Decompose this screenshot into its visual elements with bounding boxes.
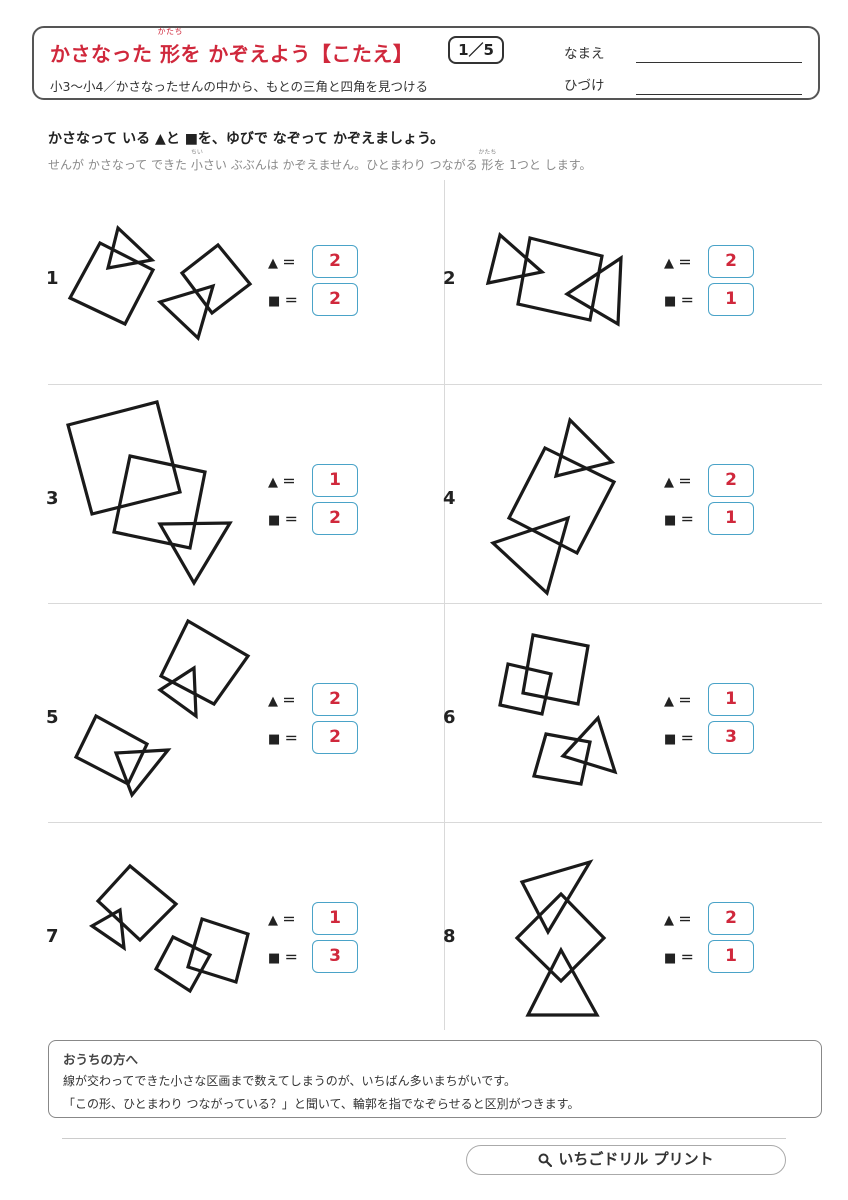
parent-note-title: おうちの方へ [63, 1052, 139, 1067]
problem-number: 4 [443, 488, 456, 509]
square-outline [531, 732, 592, 786]
square-answer-box[interactable]: 2 [312, 283, 358, 316]
page-number-badge: 1／5 [448, 36, 504, 64]
square-outline [506, 445, 617, 556]
square-answer-label: ■ ＝ [664, 732, 694, 747]
name-field-line[interactable] [636, 62, 802, 63]
triangle-outline [525, 946, 600, 1017]
square-outline [186, 916, 250, 985]
parent-note-line: 「この形、ひとまわり つながっている？」と聞いて、輪郭を指でなぞらせると区別がつ… [63, 1097, 580, 1111]
worksheet-subtitle: 小3〜小4／かさなったせんの中から、もとの三角と四角を見つける [50, 79, 429, 94]
triangle-answer-label: ▲ ＝ [664, 475, 692, 490]
triangle-outline [105, 224, 156, 271]
square-answer-label: ■ ＝ [664, 294, 694, 309]
triangle-answer-label: ▲ ＝ [664, 913, 692, 928]
worksheet-header: かさなった かたち形を かぞえよう【こたえ】 1／5 小3〜小4／かさなったせん… [32, 26, 820, 100]
problem-number: 8 [443, 926, 456, 947]
square-answer-box[interactable]: 3 [312, 940, 358, 973]
parent-note-box: おうちの方へ 線が交わってできた小さな区画まで数えてしまうのが、いちばん多いまち… [48, 1040, 822, 1118]
triangle-answer-box[interactable]: 2 [708, 902, 754, 935]
column-divider [444, 180, 445, 1030]
square-outline [67, 240, 156, 327]
square-answer-label: ■ ＝ [664, 513, 694, 528]
footer-divider [62, 1138, 786, 1139]
triangle-outline [88, 907, 126, 952]
square-answer-label: ■ ＝ [268, 294, 298, 309]
square-answer-box[interactable]: 1 [708, 940, 754, 973]
name-label: なまえ [564, 46, 605, 62]
square-answer-box[interactable]: 2 [312, 721, 358, 754]
problem-number: 1 [46, 268, 59, 289]
row-divider [48, 822, 822, 823]
triangle-answer-box[interactable]: 1 [312, 464, 358, 497]
triangle-outline [156, 283, 216, 341]
triangle-answer-label: ▲ ＝ [268, 256, 296, 271]
problem-number: 2 [443, 268, 456, 289]
square-outline [516, 236, 604, 322]
square-outline [95, 863, 179, 943]
triangle-answer-label: ▲ ＝ [268, 475, 296, 490]
triangle-outline [485, 232, 546, 286]
square-answer-box[interactable]: 2 [312, 502, 358, 535]
row-divider [48, 603, 822, 604]
date-label: ひづけ [564, 78, 605, 94]
triangle-answer-label: ▲ ＝ [664, 694, 692, 709]
worksheet-title: かさなった かたち形を かぞえよう【こたえ】 [50, 27, 414, 66]
instruction-text: かさなって いる ▲と ■を、ゆびで なぞって かぞえましょう。 [48, 131, 445, 147]
instruction-note: せんが かさなって できた ちい小さい ぶぶんは かぞえません。ひとまわり つな… [48, 149, 592, 172]
square-outline [153, 934, 213, 994]
brand-name: いちごドリル プリント [558, 1150, 714, 1168]
row-divider [48, 384, 822, 385]
search-icon [538, 1153, 553, 1167]
triangle-outline [563, 254, 623, 327]
square-outline [498, 662, 553, 716]
triangle-answer-box[interactable]: 2 [708, 464, 754, 497]
square-answer-label: ■ ＝ [664, 951, 694, 966]
square-answer-box[interactable]: 1 [708, 283, 754, 316]
triangle-answer-box[interactable]: 1 [312, 902, 358, 935]
triangle-outline [553, 416, 616, 479]
parent-note-line: 線が交わってできた小さな区画まで数えてしまうのが、いちばん多いまちがいです。 [63, 1074, 517, 1088]
triangle-outline [519, 859, 594, 936]
square-answer-label: ■ ＝ [268, 732, 298, 747]
problem-number: 3 [46, 488, 59, 509]
triangle-outline [113, 748, 172, 799]
problem-number: 6 [443, 707, 456, 728]
triangle-answer-label: ▲ ＝ [664, 256, 692, 271]
square-outline [66, 400, 182, 516]
title-ruby: かたち [157, 27, 183, 36]
square-answer-box[interactable]: 1 [708, 502, 754, 535]
triangle-outline [157, 665, 198, 720]
square-answer-box[interactable]: 3 [708, 721, 754, 754]
triangle-answer-box[interactable]: 2 [312, 683, 358, 716]
triangle-answer-label: ▲ ＝ [268, 913, 296, 928]
square-outline [514, 891, 607, 984]
triangle-answer-label: ▲ ＝ [268, 694, 296, 709]
triangle-answer-box[interactable]: 2 [312, 245, 358, 278]
date-field-line[interactable] [636, 94, 802, 95]
problem-number: 5 [46, 707, 59, 728]
square-outline [179, 242, 253, 316]
square-answer-label: ■ ＝ [268, 513, 298, 528]
square-outline [112, 454, 207, 550]
brand-search-button[interactable]: いちごドリル プリント [466, 1145, 786, 1175]
triangle-outline [489, 515, 571, 596]
triangle-answer-box[interactable]: 1 [708, 683, 754, 716]
square-outline [158, 618, 251, 707]
square-outline [521, 633, 590, 706]
square-answer-label: ■ ＝ [268, 951, 298, 966]
triangle-outline [560, 714, 618, 775]
triangle-outline [157, 521, 233, 587]
problem-number: 7 [46, 926, 59, 947]
triangle-answer-box[interactable]: 2 [708, 245, 754, 278]
